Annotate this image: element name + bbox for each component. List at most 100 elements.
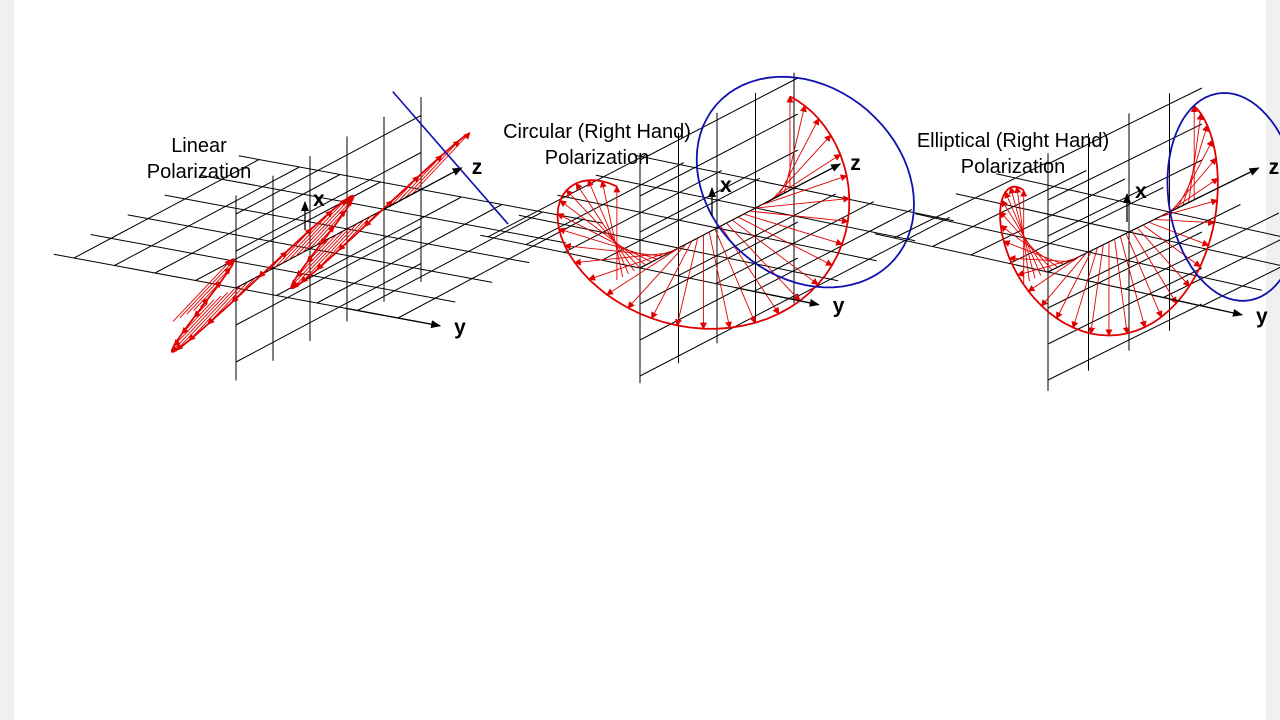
- e-field-wave: [170, 132, 471, 353]
- e-field-vector: [172, 259, 232, 322]
- e-field-vector: [1182, 124, 1209, 206]
- grid-line-horizontal: [932, 170, 1087, 247]
- grid-line-horizontal: [316, 204, 503, 304]
- grid-line-vertical: [1047, 303, 1203, 381]
- grid-line-vertical: [639, 221, 799, 305]
- panel-subtitle: Polarization: [961, 156, 1066, 178]
- y-axis-arrow: [1151, 294, 1244, 317]
- e-field-vector: [1008, 254, 1070, 262]
- x-axis-label: x: [1135, 180, 1147, 203]
- e-field-vector: [1088, 244, 1104, 335]
- e-field-vector: [675, 237, 699, 327]
- e-field-vector: [281, 209, 333, 264]
- grid-line-vertical: [1047, 87, 1203, 165]
- e-field-vector: [186, 267, 232, 315]
- grid-line-horizontal: [893, 161, 1049, 239]
- panel-title: Linear: [171, 135, 227, 157]
- e-field-vector: [714, 228, 757, 324]
- panel-title: Elliptical (Right Hand): [917, 130, 1109, 152]
- e-field-vector: [411, 132, 471, 195]
- e-field-vector: [563, 242, 664, 257]
- e-field-vector: [575, 182, 635, 272]
- grid-line-horizontal: [525, 162, 685, 246]
- e-field-vector: [1016, 258, 1075, 277]
- polarization-locus: [392, 91, 509, 225]
- grid-line-vertical: [235, 152, 422, 252]
- grid-line-horizontal: [1201, 266, 1280, 307]
- e-field-vector: [302, 199, 354, 253]
- e-field-vector: [1119, 236, 1147, 329]
- grid-line-vertical: [639, 149, 799, 233]
- e-field-vector: [176, 288, 235, 351]
- panel-subtitle: Polarization: [545, 147, 650, 169]
- e-field-wave: [556, 95, 851, 330]
- grid-line-horizontal: [563, 169, 723, 253]
- grid-line-horizontal: [715, 201, 875, 285]
- e-field-envelope: [999, 105, 1219, 337]
- z-axis-label: z: [850, 152, 861, 175]
- e-field-vector: [1159, 198, 1219, 218]
- reference-grid: [480, 72, 954, 384]
- e-field-vector: [1131, 230, 1177, 305]
- e-field-vector: [778, 117, 820, 197]
- grid-line-vertical: [1047, 123, 1203, 201]
- y-axis-label: y: [833, 295, 845, 318]
- e-field-vector: [627, 243, 687, 309]
- e-field-vector: [179, 259, 235, 319]
- grid-line-horizontal: [677, 193, 837, 277]
- grid-line-horizontal: [73, 159, 260, 259]
- e-field-vector: [599, 180, 624, 278]
- e-field-vector: [1027, 255, 1081, 292]
- e-field-vector: [651, 240, 693, 320]
- grid-line-vertical: [1047, 159, 1203, 237]
- e-field-vector: [1001, 199, 1047, 274]
- e-field-vector: [1114, 239, 1130, 335]
- e-field-vector: [1071, 247, 1099, 329]
- e-field-vector: [404, 139, 460, 199]
- y-axis-label: y: [1256, 305, 1268, 328]
- z-axis-arrow: [1170, 167, 1260, 212]
- e-field-vector: [1148, 221, 1210, 247]
- e-field-vector: [290, 230, 344, 287]
- e-field-vector: [588, 249, 675, 281]
- e-field-vector: [300, 223, 358, 284]
- e-field-vector: [397, 154, 443, 202]
- e-field-vector: [708, 231, 732, 329]
- e-field-vector: [737, 216, 833, 266]
- e-field-vector: [559, 200, 647, 266]
- e-field-vector: [1188, 112, 1204, 203]
- e-field-vector: [1142, 224, 1201, 268]
- e-field-vector: [749, 210, 849, 225]
- e-field-vector: [783, 104, 807, 194]
- e-field-vector: [309, 209, 347, 250]
- e-field-vector: [743, 213, 844, 246]
- x-axis-label: x: [720, 174, 732, 197]
- e-field-vector: [999, 210, 1053, 271]
- grid-line-vertical: [1047, 267, 1203, 345]
- e-field-vector: [181, 299, 215, 335]
- e-field-envelope: [556, 95, 851, 330]
- grid-line-horizontal: [154, 174, 341, 274]
- polarization-locus: [695, 75, 915, 289]
- e-field-vector: [1004, 191, 1042, 276]
- e-field-vector: [732, 219, 819, 286]
- e-field-vector: [1056, 250, 1093, 320]
- axes: x y z: [708, 152, 861, 318]
- grid-line-horizontal: [1124, 212, 1280, 290]
- axes: xyz: [301, 156, 482, 339]
- grid-line-horizontal: [601, 177, 761, 261]
- e-field-vector: [188, 284, 242, 342]
- grid-line-vertical: [639, 77, 799, 161]
- e-field-vector: [288, 198, 347, 261]
- grid-line-horizontal: [970, 178, 1126, 256]
- e-field-vector: [755, 195, 851, 209]
- y-axis-label: y: [454, 316, 466, 339]
- grid-line-vertical: [1047, 231, 1203, 309]
- grid-line-vertical: [235, 263, 422, 363]
- grid-line-horizontal: [753, 208, 913, 292]
- polarization-locus: [1166, 92, 1280, 302]
- e-field-vector: [296, 234, 338, 278]
